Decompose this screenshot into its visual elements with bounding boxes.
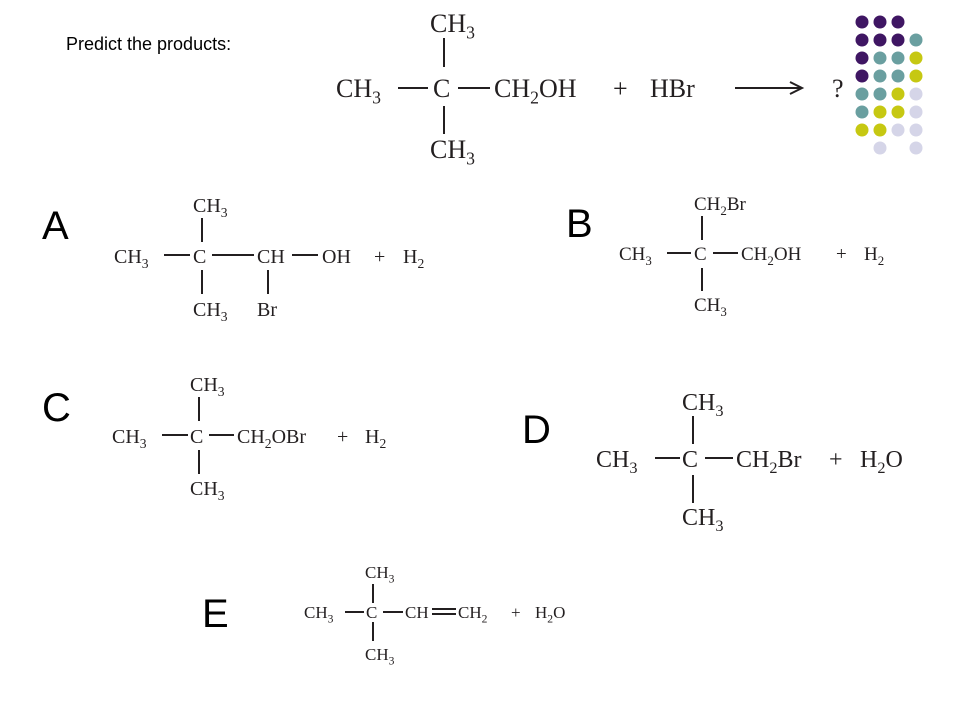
q-plus: + <box>613 74 628 103</box>
decorative-dot <box>909 69 923 83</box>
decorative-dot <box>891 15 905 29</box>
e-top-group: CH3 <box>365 563 395 585</box>
decorative-dot <box>873 123 887 137</box>
option-b-label[interactable]: B <box>566 202 593 246</box>
decorative-dot <box>891 123 905 137</box>
q-arrow-head <box>789 81 805 95</box>
option-a-label[interactable]: A <box>42 204 69 248</box>
d-bottom-group: CH3 <box>682 505 723 535</box>
d-left-group: CH3 <box>596 447 637 477</box>
d-central-carbon: C <box>682 447 698 473</box>
q-bottom-group: CH3 <box>430 135 475 169</box>
decorative-dot <box>873 33 887 47</box>
e-central-carbon: C <box>366 603 377 622</box>
d-right-group: CH2Br <box>736 447 801 477</box>
option-e-structure[interactable]: CH3 CH3 C CH CH2 CH3 + H2O <box>304 563 565 667</box>
b-top-group: CH2Br <box>694 194 747 218</box>
a-central-carbon: C <box>193 246 206 268</box>
decorative-dot <box>873 87 887 101</box>
a-top-group: CH3 <box>193 195 228 220</box>
c-plus: + <box>337 426 348 448</box>
decorative-dot <box>891 51 905 65</box>
option-b-structure[interactable]: CH2Br CH3 C CH2OH CH3 + H2 <box>619 194 884 319</box>
decorative-dot <box>909 33 923 47</box>
a-plus: + <box>374 246 385 268</box>
c-central-carbon: C <box>190 426 203 448</box>
a-byproduct: H2 <box>403 246 424 271</box>
c-right-group: CH2OBr <box>237 426 306 451</box>
decorative-dot <box>891 105 905 119</box>
e-bottom-group: CH3 <box>365 645 395 667</box>
decorative-dot <box>909 105 923 119</box>
decorative-dot <box>873 15 887 29</box>
decorative-dot <box>855 51 869 65</box>
a-bottom-group: CH3 <box>193 299 228 324</box>
a-tail-group: OH <box>322 246 351 268</box>
e-ch-group: CH <box>405 603 429 622</box>
q-right-group: CH2OH <box>494 74 577 108</box>
b-central-carbon: C <box>694 244 707 265</box>
decorative-dot <box>855 105 869 119</box>
decorative-dot <box>855 69 869 83</box>
e-tail-group: CH2 <box>458 603 488 625</box>
a-left-group: CH3 <box>114 246 149 271</box>
decorative-dot <box>873 69 887 83</box>
decorative-dot <box>909 87 923 101</box>
e-plus: + <box>511 603 521 622</box>
e-byproduct: H2O <box>535 603 565 625</box>
q-reagent: HBr <box>650 74 695 103</box>
decorative-dot <box>891 33 905 47</box>
decorative-dot <box>855 15 869 29</box>
decorative-dot <box>891 69 905 83</box>
decorative-dot <box>855 87 869 101</box>
e-left-group: CH3 <box>304 603 334 625</box>
d-byproduct: H2O <box>860 447 903 477</box>
q-central-carbon: C <box>433 74 450 103</box>
option-d-structure[interactable]: CH3 CH3 C CH2Br CH3 + H2O <box>596 390 903 535</box>
decorative-dot <box>909 141 923 155</box>
option-a-structure[interactable]: CH3 CH3 C CH OH CH3 Br + H2 <box>114 195 424 324</box>
b-byproduct: H2 <box>864 244 884 268</box>
decorative-dot <box>909 123 923 137</box>
b-bottom-group: CH3 <box>694 295 727 319</box>
d-top-group: CH3 <box>682 390 723 420</box>
decorative-dot <box>855 33 869 47</box>
decorative-dot <box>873 105 887 119</box>
option-c-label[interactable]: C <box>42 386 71 430</box>
option-c-structure[interactable]: CH3 CH3 C CH2OBr CH3 + H2 <box>112 374 386 503</box>
decorative-dot <box>909 51 923 65</box>
question-reactant: CH3 CH3 C CH2OH CH3 + HBr ? <box>336 9 844 169</box>
a-substituent: Br <box>257 299 277 321</box>
decorative-dot <box>873 51 887 65</box>
decorative-dot <box>891 87 905 101</box>
option-d-label[interactable]: D <box>522 408 551 452</box>
b-left-group: CH3 <box>619 244 652 268</box>
c-left-group: CH3 <box>112 426 147 451</box>
c-top-group: CH3 <box>190 374 225 399</box>
prompt-text: Predict the products: <box>66 34 232 54</box>
a-ch-group: CH <box>257 246 285 268</box>
b-plus: + <box>836 244 847 265</box>
q-result: ? <box>832 74 844 103</box>
b-right-group: CH2OH <box>741 244 802 268</box>
c-byproduct: H2 <box>365 426 386 451</box>
c-bottom-group: CH3 <box>190 478 225 503</box>
q-top-group: CH3 <box>430 9 475 43</box>
decorative-dot <box>873 141 887 155</box>
option-e-label[interactable]: E <box>202 592 229 636</box>
decorative-dot <box>855 123 869 137</box>
d-plus: + <box>829 447 843 473</box>
q-left-group: CH3 <box>336 74 381 108</box>
